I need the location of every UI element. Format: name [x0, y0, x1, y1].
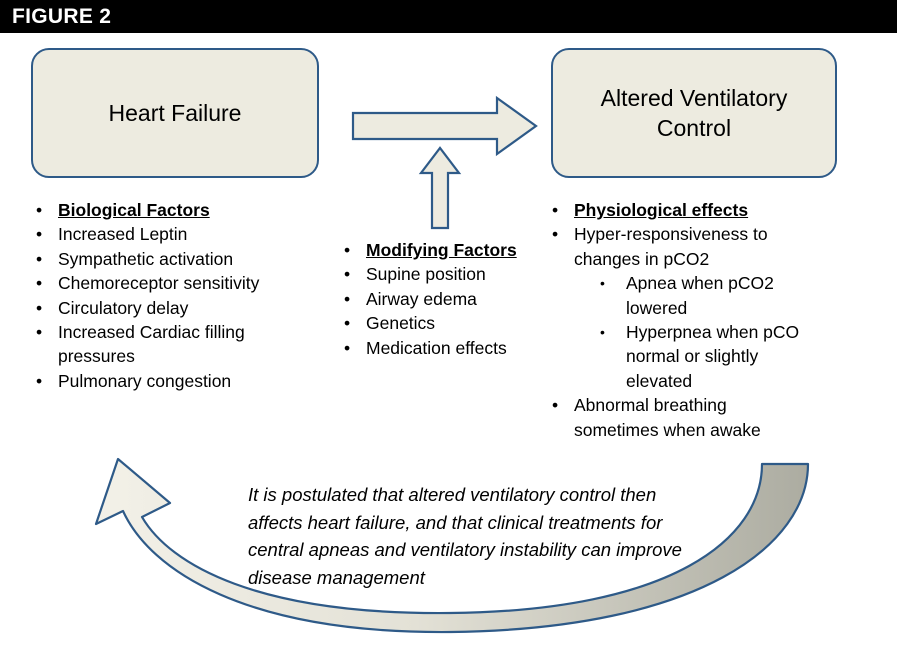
- list-item: • Chemoreceptor sensitivity: [36, 271, 336, 295]
- list-item: • Genetics: [344, 311, 556, 335]
- list-heading-label: Modifying Factors: [366, 240, 517, 260]
- list-item: • Physiological effects: [552, 198, 852, 222]
- physiological-effects-list: • Physiological effects • Hyper-responsiven…: [552, 198, 852, 442]
- bullet-dot-icon: •: [36, 370, 43, 391]
- list-item-label: Apnea when pCO2 lowered: [626, 273, 774, 318]
- list-item: • Airway edema: [344, 287, 556, 311]
- list-item-label: Increased Leptin: [58, 224, 188, 245]
- list-item-label: Abnormal breathing sometimes when awake: [574, 395, 761, 440]
- bullet-dot-icon: •: [344, 313, 351, 334]
- bullet-dot-icon: •: [552, 224, 559, 245]
- list-item-label: Medication effects: [366, 337, 507, 358]
- bullet-dot-icon: •: [552, 395, 559, 416]
- list-item: • Biological Factors: [36, 198, 336, 222]
- list-heading-label: Physiological effects: [574, 200, 749, 220]
- list-item: • Pulmonary congestion: [36, 369, 336, 393]
- list-item-label: Increased Cardiac filling pressures: [58, 322, 245, 367]
- list-item: • Modifying Factors: [344, 238, 556, 262]
- bullet-dot-icon: •: [36, 248, 43, 269]
- list-item: • Circulatory delay: [36, 296, 336, 320]
- bullet-dot-icon: •: [600, 275, 605, 292]
- list-item: • Increased Cardiac filling pressures: [36, 320, 336, 369]
- bullet-dot-icon: •: [36, 297, 43, 318]
- list-item-label: Circulatory delay: [58, 297, 189, 318]
- list-item: • Supine position: [344, 262, 556, 286]
- node-heart-failure[interactable]: Heart Failure: [31, 48, 319, 178]
- biological-factors-list: • Biological Factors • Increased Leptin • Sym…: [36, 198, 336, 393]
- list-item-label: Airway edema: [366, 288, 477, 309]
- bullet-dot-icon: •: [344, 240, 351, 260]
- figure-caption: It is postulated that altered ventilator…: [248, 484, 682, 588]
- list-item-label: Supine position: [366, 264, 486, 285]
- list-heading-label: Biological Factors: [58, 200, 210, 220]
- vertical-up-arrow-icon: [418, 146, 462, 230]
- node-heart-failure-label: Heart Failure: [108, 100, 242, 126]
- node-altered-ventilatory-control-label: Altered Ventilatory Control: [600, 85, 788, 141]
- list-item: • Hyperpnea when pCO normal or slightly e…: [552, 320, 852, 393]
- list-item-label: Chemoreceptor sensitivity: [58, 273, 260, 294]
- list-item-label: Genetics: [366, 313, 436, 334]
- list-item-label: Pulmonary congestion: [58, 370, 232, 391]
- bullet-dot-icon: •: [36, 322, 43, 343]
- list-item: • Sympathetic activation: [36, 247, 336, 271]
- list-item-label: Hyper-responsiveness to changes in pCO2: [574, 224, 768, 269]
- node-altered-ventilatory-control[interactable]: Altered Ventilatory Control: [551, 48, 837, 178]
- list-item-label: Sympathetic activation: [58, 248, 234, 269]
- bullet-dot-icon: •: [36, 273, 43, 294]
- bullet-dot-icon: •: [600, 324, 605, 341]
- bullet-dot-icon: •: [344, 264, 351, 285]
- horizontal-right-arrow-icon: [351, 95, 538, 157]
- list-item: • Increased Leptin: [36, 222, 336, 246]
- bullet-dot-icon: •: [552, 200, 559, 220]
- list-item: • Medication effects: [344, 336, 556, 360]
- list-item: • Abnormal breathing sometimes when awake: [552, 393, 852, 442]
- list-item-label: Hyperpnea when pCO normal or slightly el…: [626, 322, 800, 391]
- bullet-dot-icon: •: [344, 337, 351, 358]
- list-item: • Apnea when pCO2 lowered: [552, 271, 852, 320]
- bullet-dot-icon: •: [36, 200, 43, 220]
- bullet-dot-icon: •: [36, 224, 43, 245]
- list-item: • Hyper-responsiveness to changes in pCO2: [552, 222, 852, 271]
- modifying-factors-list: • Modifying Factors • Supine position • Airwa…: [344, 238, 556, 360]
- bullet-dot-icon: •: [344, 288, 351, 309]
- figure-title: FIGURE 2: [12, 5, 112, 28]
- figure-header-bar: FIGURE 2: [0, 0, 897, 33]
